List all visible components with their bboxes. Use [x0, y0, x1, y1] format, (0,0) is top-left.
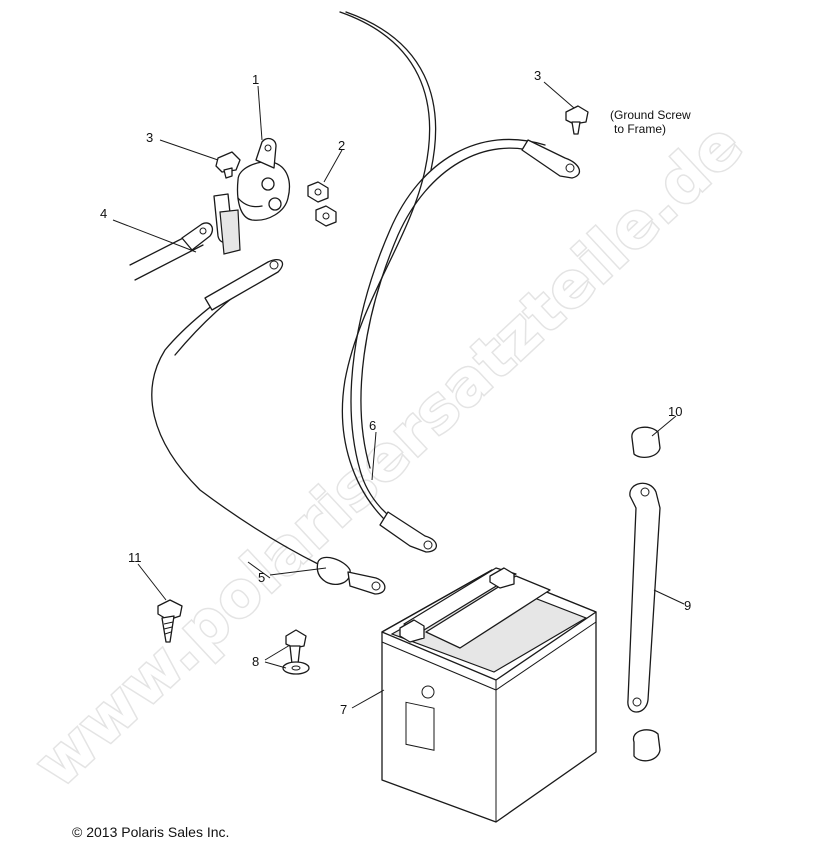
cable-5-lug-hole	[371, 581, 381, 591]
bolt-8	[282, 629, 310, 675]
cable-6-top-terminal	[521, 139, 581, 179]
callout-3-right: 3	[534, 68, 541, 83]
solenoid	[213, 137, 291, 255]
cable-4-hole	[199, 227, 207, 235]
note-line-1: (Ground Screw	[610, 108, 691, 122]
cable-main	[339, 11, 431, 521]
battery	[381, 567, 597, 823]
callout-8: 8	[252, 654, 259, 669]
cable-5-top-terminal	[204, 258, 284, 311]
cable-5-boot	[316, 556, 351, 585]
cable-6-outer	[360, 147, 541, 469]
callout-5: 5	[258, 570, 265, 585]
cable-6-top-hole	[565, 163, 575, 173]
leader-lines	[112, 81, 685, 709]
callout-7: 7	[340, 702, 347, 717]
nuts-2	[307, 181, 337, 227]
cable-main-inner	[345, 11, 437, 171]
callout-2: 2	[338, 138, 345, 153]
cable-5-lug	[347, 571, 386, 595]
cable-4-terminal	[181, 222, 214, 251]
cable-5-top-hole	[269, 260, 279, 270]
callout-1: 1	[252, 72, 259, 87]
bolt-3-left	[215, 151, 241, 179]
callout-6: 6	[369, 418, 376, 433]
cable-6	[350, 138, 546, 531]
copyright: © 2013 Polaris Sales Inc.	[72, 824, 230, 840]
note-line-2: to Frame)	[614, 122, 666, 136]
callout-9: 9	[684, 598, 691, 613]
callout-11: 11	[128, 550, 142, 565]
callout-3-left: 3	[146, 130, 153, 145]
callout-10: 10	[668, 404, 682, 419]
bolt-3-right	[565, 105, 589, 135]
cable-6-bottom-hole	[423, 540, 433, 550]
callout-4: 4	[100, 206, 107, 221]
bolt-11	[157, 599, 183, 643]
battery-strap	[627, 482, 661, 713]
cable-6-bottom-terminal	[379, 511, 438, 553]
clip-10-bottom	[632, 729, 661, 762]
clip-10-top	[631, 426, 661, 459]
